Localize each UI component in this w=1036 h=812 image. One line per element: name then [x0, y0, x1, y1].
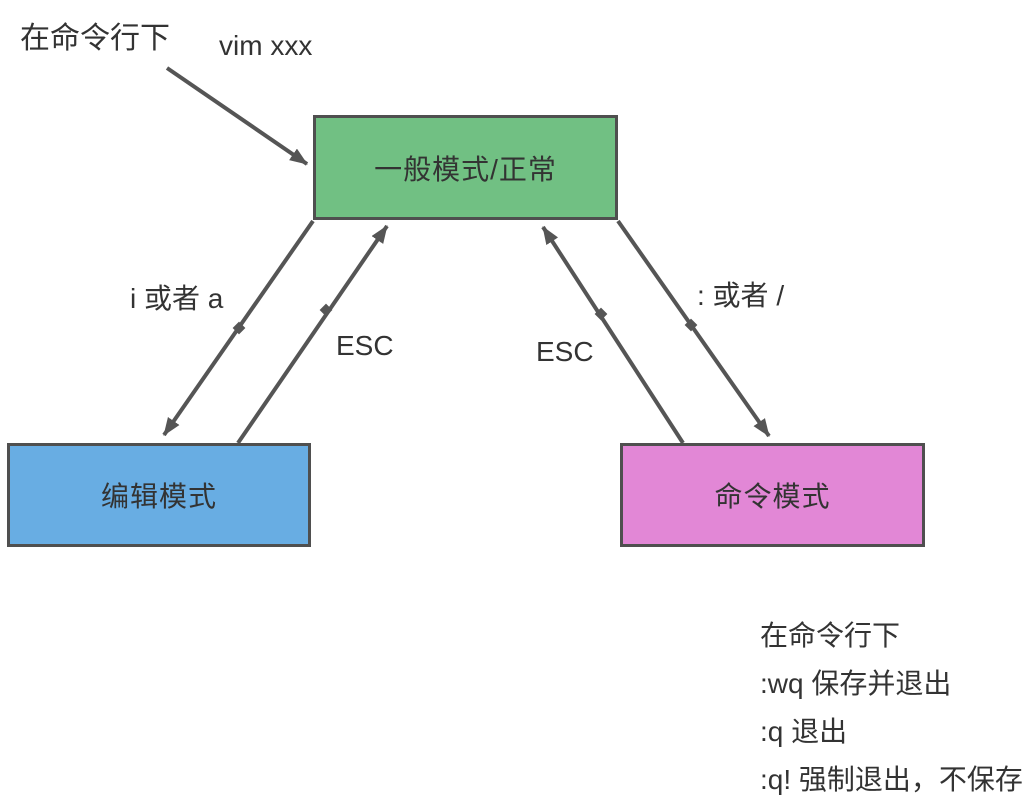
node-command-mode-label: 命令模式: [714, 481, 831, 512]
node-edit-mode-label: 编辑模式: [100, 481, 217, 512]
edge-label-exit-edit: ESC: [336, 330, 394, 361]
note-line: :wq 保存并退出: [760, 668, 952, 699]
note-line: :q! 强制退出，不保存: [760, 764, 1023, 795]
node-command-mode: 命令模式: [620, 443, 925, 547]
midpoint-dot-edit-to-normal: [319, 303, 333, 317]
note-line: :q 退出: [760, 716, 848, 747]
command-notes: 在命令行下 :wq 保存并退出 :q 退出 :q! 强制退出，不保存: [760, 612, 1023, 804]
midpoint-dot-normal-to-edit: [232, 321, 246, 335]
arrow-command-to-normal: [541, 225, 685, 445]
node-edit-mode: 编辑模式: [7, 443, 311, 547]
note-line: 在命令行下: [760, 620, 901, 651]
edge-label-enter-command: : 或者 /: [697, 280, 785, 311]
node-normal-mode-label: 一般模式/正常: [374, 153, 557, 185]
annotation-cmdline: 在命令行下: [20, 22, 170, 55]
annotation-vim-command: vim xxx: [219, 30, 313, 61]
arrow-edit-to-normal: [236, 224, 389, 445]
node-normal-mode: 一般模式/正常: [313, 115, 618, 220]
arrow-cmdline-to-normal: [165, 66, 309, 166]
edge-label-enter-edit: i 或者 a: [130, 283, 224, 314]
edge-label-exit-command: ESC: [536, 336, 594, 367]
